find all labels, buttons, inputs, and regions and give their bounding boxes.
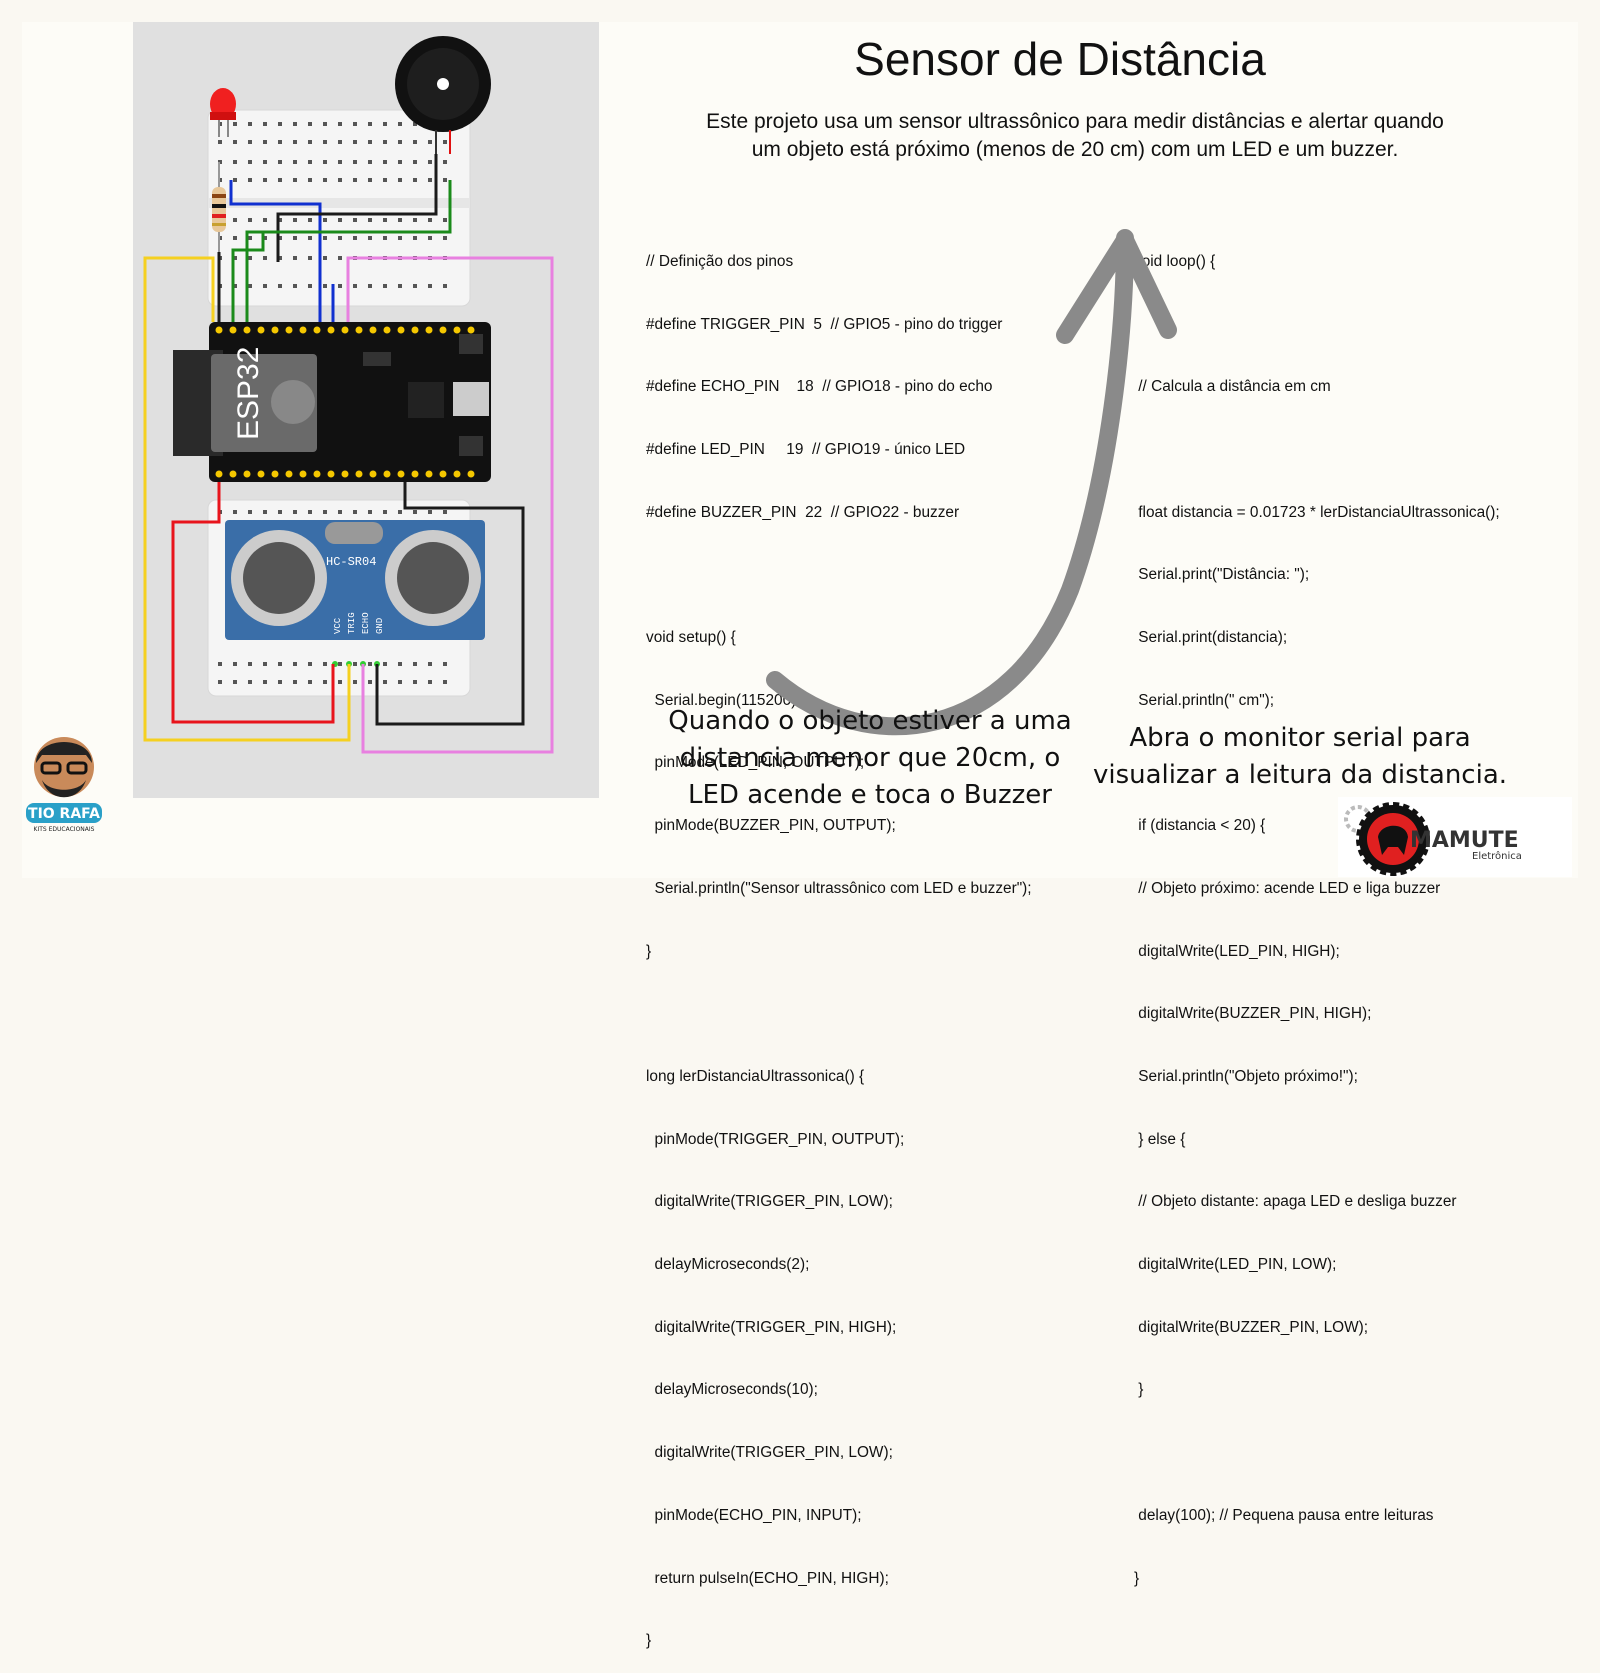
code-line: } bbox=[1134, 1381, 1144, 1399]
buzzer-icon bbox=[395, 36, 491, 154]
code-line: // Objeto próximo: acende LED e liga buz… bbox=[1134, 879, 1441, 897]
code-line: if (distancia < 20) { bbox=[1134, 817, 1266, 835]
logo-mamute: MAMUTE Eletrônica bbox=[1338, 797, 1572, 877]
code-line: digitalWrite(TRIGGER_PIN, LOW); bbox=[646, 1193, 893, 1211]
sensor-pin-gnd: GND bbox=[375, 618, 385, 634]
wire-blue bbox=[229, 180, 322, 332]
code-line bbox=[646, 1004, 1032, 1025]
code-line: } bbox=[646, 1632, 652, 1650]
code-line bbox=[1134, 315, 1500, 336]
esp32-board: ESP32 bbox=[173, 322, 491, 482]
code-line: #define LED_PIN 19 // GPIO19 - único LED bbox=[646, 440, 966, 458]
sensor-pin-vcc: VCC bbox=[333, 617, 343, 634]
code-line: Serial.print(distancia); bbox=[1134, 629, 1288, 647]
note-line: LED acende e toca o Buzzer bbox=[688, 780, 1052, 810]
code-line: digitalWrite(LED_PIN, LOW); bbox=[1134, 1256, 1337, 1274]
note-serial-monitor: Abra o monitor serial para visualizar a … bbox=[1090, 720, 1510, 794]
logo-right-text: MAMUTE bbox=[1410, 828, 1519, 853]
subtitle-line: um objeto está próximo (menos de 20 cm) … bbox=[751, 138, 1399, 161]
code-line: digitalWrite(BUZZER_PIN, HIGH); bbox=[1134, 1005, 1372, 1023]
code-line: pinMode(BUZZER_PIN, OUTPUT); bbox=[646, 817, 896, 835]
sensor-pin-trig: TRIG bbox=[347, 612, 357, 634]
circuit-svg: ESP32 HC-SR04 VCC TRIG ECHO GND bbox=[143, 36, 554, 754]
code-line: // Calcula a distância em cm bbox=[1134, 378, 1331, 396]
code-line: float distancia = 0.01723 * lerDistancia… bbox=[1134, 503, 1500, 521]
note-line: visualizar a leitura da distancia. bbox=[1092, 760, 1508, 790]
esp32-top-pins bbox=[215, 326, 475, 334]
code-line: return pulseIn(ECHO_PIN, HIGH); bbox=[646, 1569, 889, 1587]
esp32-bottom-pins bbox=[215, 470, 475, 478]
logo-left-subtext: KITS EDUCACIONAIS bbox=[34, 826, 95, 833]
code-line: pinMode(TRIGGER_PIN, OUTPUT); bbox=[646, 1130, 905, 1148]
note-line: distancia menor que 20cm, o bbox=[679, 743, 1061, 773]
code-block-left: // Definição dos pinos #define TRIGGER_P… bbox=[646, 210, 1032, 1673]
code-line: void loop() { bbox=[1134, 252, 1216, 270]
sensor-pin-echo: ECHO bbox=[361, 612, 371, 634]
code-line: } bbox=[646, 942, 652, 960]
code-line: delayMicroseconds(10); bbox=[646, 1381, 818, 1399]
wire-green bbox=[245, 180, 452, 332]
avatar-icon: TIO RAFA KITS EDUCACIONAIS bbox=[26, 737, 102, 833]
code-line: delay(100); // Pequena pausa entre leitu… bbox=[1134, 1506, 1434, 1524]
code-line: #define BUZZER_PIN 22 // GPIO22 - buzzer bbox=[646, 503, 960, 521]
code-line: Serial.println("Objeto próximo!"); bbox=[1134, 1067, 1358, 1085]
code-line: #define ECHO_PIN 18 // GPIO18 - pino do … bbox=[646, 378, 993, 396]
wire-pink-echo bbox=[346, 256, 554, 754]
code-line: Serial.begin(115200); bbox=[646, 691, 801, 709]
code-line: // Objeto distante: apaga LED e desliga … bbox=[1134, 1193, 1457, 1211]
code-line bbox=[1134, 440, 1500, 461]
code-line: pinMode(LED_PIN, OUTPUT); bbox=[646, 754, 865, 772]
code-line: void setup() { bbox=[646, 629, 736, 647]
code-line bbox=[646, 565, 1032, 586]
note-line: Quando o objeto estiver a uma bbox=[668, 706, 1072, 736]
code-line: } else { bbox=[1134, 1130, 1186, 1148]
wire-yellow-trig bbox=[143, 256, 351, 742]
code-line: delayMicroseconds(2); bbox=[646, 1256, 810, 1274]
subtitle-line: Este projeto usa um sensor ultrassônico … bbox=[706, 110, 1444, 133]
logo-right-subtext: Eletrônica bbox=[1472, 850, 1522, 862]
code-line: pinMode(ECHO_PIN, INPUT); bbox=[646, 1506, 862, 1524]
resistor-icon bbox=[212, 162, 226, 252]
code-line: long lerDistanciaUltrassonica() { bbox=[646, 1067, 865, 1085]
wire-red-vcc bbox=[171, 482, 335, 724]
board-label: ESP32 bbox=[232, 347, 265, 440]
code-line: Serial.println(" cm"); bbox=[1134, 691, 1275, 709]
breadboard-top-gap bbox=[208, 198, 470, 208]
wire-black-gnd bbox=[375, 482, 525, 726]
code-line: digitalWrite(TRIGGER_PIN, LOW); bbox=[646, 1444, 893, 1462]
code-line: Serial.println("Sensor ultrassônico com … bbox=[646, 879, 1032, 897]
page-title: Sensor de Distância bbox=[854, 33, 1266, 85]
code-line: digitalWrite(BUZZER_PIN, LOW); bbox=[1134, 1318, 1369, 1336]
gear-icon: MAMUTE Eletrônica bbox=[1344, 802, 1522, 876]
logo-left-text: TIO RAFA bbox=[28, 806, 100, 822]
led-icon bbox=[210, 88, 236, 137]
code-line: digitalWrite(LED_PIN, HIGH); bbox=[1134, 942, 1340, 960]
code-line: } bbox=[1134, 1569, 1140, 1587]
wire-black-buzzer bbox=[276, 154, 438, 262]
code-line: digitalWrite(TRIGGER_PIN, HIGH); bbox=[646, 1318, 897, 1336]
code-line: Serial.print("Distância: "); bbox=[1134, 566, 1310, 584]
code-line bbox=[1134, 1443, 1500, 1464]
circuit-diagram: ESP32 HC-SR04 VCC TRIG ECHO GND bbox=[133, 22, 599, 798]
code-line: #define TRIGGER_PIN 5 // GPIO5 - pino do… bbox=[646, 315, 1003, 333]
code-line: // Definição dos pinos bbox=[646, 252, 794, 270]
wire-green-2 bbox=[231, 232, 265, 332]
note-led-buzzer: Quando o objeto estiver a uma distancia … bbox=[660, 703, 1080, 814]
page-subtitle: Este projeto usa um sensor ultrassônico … bbox=[670, 108, 1480, 164]
code-block-right: void loop() { // Calcula a distância em … bbox=[1134, 210, 1500, 1610]
note-line: Abra o monitor serial para bbox=[1129, 723, 1471, 753]
sensor-label: HC-SR04 bbox=[326, 555, 376, 569]
logo-tio-rafa: TIO RAFA KITS EDUCACIONAIS bbox=[14, 725, 114, 835]
